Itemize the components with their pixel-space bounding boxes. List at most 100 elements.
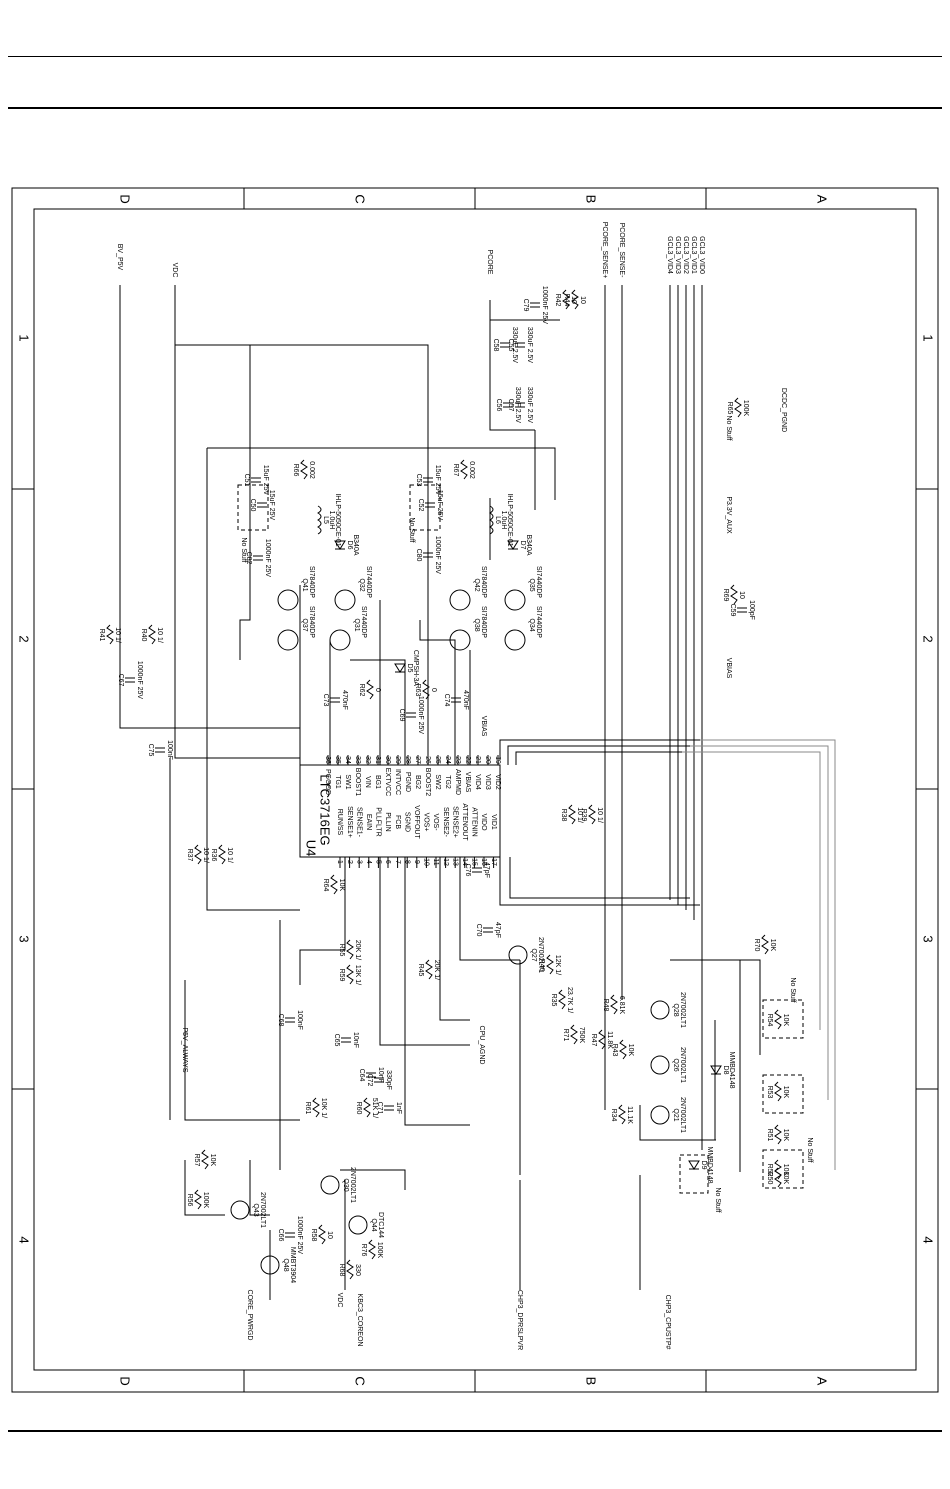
capacitor-symbol [155,747,165,753]
capacitor-value: 1000nF 25V [136,661,143,699]
resistor-ref: R50 [766,1172,773,1185]
mosfet-part: SI7440DP [535,606,542,638]
capacitor-value: 330uF 2.5V [526,327,533,364]
transistor-part: 2N7002LT1 [349,1167,356,1203]
capacitor-symbol [503,402,513,408]
resistor-ref: R53 [766,1086,773,1099]
mosfet-ref: Q31 [353,618,360,631]
resistor-value: 10K 1/ [320,1098,327,1118]
zone-right-4: 4 [921,1236,936,1243]
capacitor-ref: C74 [443,694,450,707]
resistor-ref: R61 [304,1102,311,1115]
capacitor-ref: C57 [507,399,514,412]
mosfet-symbol [504,629,526,651]
transistor-ref: Q26 [672,1058,679,1071]
no-stuff-notes: No Stuff No Stuff No Stuff No Stuff No S… [240,415,813,1212]
ic-pin-left-label: SENSE2- [442,807,449,838]
transistor-symbol [230,1200,250,1220]
transistor-part: 2N7002LT1 [679,992,686,1028]
diode-part: B340A [525,534,532,555]
ic-pin-right-label: BOOST1 [354,768,361,797]
capacitor-value: 100nF [296,1010,303,1030]
resistor-ref: R70 [753,939,760,952]
capacitor-value: 1000nF 25V [541,286,548,324]
resistor-symbol [346,939,354,960]
ic-pin-left-label: SENSE2+ [451,806,458,838]
resistor-value: 10 1/ [114,627,121,643]
capacitor-ref: C80 [415,549,422,562]
net-vid0: GCL3_VID0 [698,236,705,274]
resistor-symbol [300,459,308,480]
ic-pin-right-label: TG1 [334,775,341,789]
capacitor-symbol [257,502,267,508]
transistor-part: 2N7002LT1 [537,937,544,973]
net-vdc: VDC [171,263,178,278]
capacitor-value: 47pF [494,922,501,938]
capacitor-value: 1nF [395,1102,402,1114]
resistor-symbol [201,1149,209,1170]
net-core-pwrgd: CORE_PWRGD [246,1290,253,1341]
capacitor-symbol [472,867,482,873]
capacitor-value: 15uF 25V [436,490,443,521]
ic-pin-left-label: SENSE1+ [346,806,353,838]
resistor-value: 20K 1/ [433,960,440,980]
resistor-value: 51K 1/ [371,1098,378,1118]
resistor-value: 10 [326,1231,333,1239]
diode-ref: D9 [700,1161,707,1170]
net-vbias-a: VBIAS [725,658,732,679]
resistor-symbol [318,1224,326,1245]
mosfet-symbol [449,629,471,651]
zone-right-1: 1 [921,334,936,341]
zone-left-2: 2 [17,635,32,642]
resistor-symbol [312,1097,320,1118]
capacitor-value: 1000nF 25V [264,539,271,577]
resistor-symbol [366,679,374,700]
resistor-ref: R76 [360,1244,367,1257]
resistor-symbol [148,624,156,645]
inductor-value: 1.0uH [500,511,507,530]
mosfet-part: SI7840DP [308,606,315,638]
capacitor-symbol [285,1232,295,1238]
resistor-ref: R47 [590,1034,597,1047]
resistor-ref: R65 [726,402,733,415]
capacitor-symbol [423,552,433,558]
net-vdc-bottom: VDC [336,1293,343,1308]
capacitor-symbol [330,697,340,703]
capacitor-ref: C56 [495,399,502,412]
diode-ref: D6 [346,541,353,550]
resistor-symbol [730,584,738,605]
capacitor-symbol [423,477,433,483]
capacitor-symbol [125,677,135,683]
note-no-stuff-4: No Stuff [789,977,796,1002]
net-vid2: GCL3_VID2 [682,236,689,274]
capacitor-symbol [366,1072,376,1078]
ic-pin-left-label: VOS- [432,813,439,831]
capacitor-ref: C70 [475,924,482,937]
resistor-symbol [774,1009,782,1030]
capacitor-symbol [384,1105,394,1111]
resistor-symbol [610,994,618,1015]
capacitor-ref: C75 [147,744,154,757]
resistor-value: 330 [354,1264,361,1276]
zone-top-c: C [353,194,368,203]
ic-u4: U4 LTC3716EG RUN/SS1SENSE1+2SENSE1-3EAIN… [299,755,501,868]
ic-pin-left-label: VOS+ [423,813,430,832]
capacitor-ref: C73 [322,694,329,707]
resistor-ref: R60 [355,1102,362,1115]
capacitor-symbol [515,342,525,348]
net-kbc-coreon: KBC3_COREON [356,1294,363,1347]
resistor-ref: R43 [611,1044,618,1057]
resistor-value: 13K 1/ [354,965,361,985]
resistor-value: 10 1/ [576,807,583,823]
mosfet-ref: Q34 [528,618,535,631]
ic-pin-right-label: SW2 [434,774,441,789]
ic-pin-right-label: BOOST2 [424,768,431,797]
ic-pin-left-label: PLLFLTR [375,807,382,836]
resistor-ref: R46 [538,959,545,972]
resistor-value: 10K [782,1164,789,1177]
net-pcore: PCORE [486,250,493,275]
